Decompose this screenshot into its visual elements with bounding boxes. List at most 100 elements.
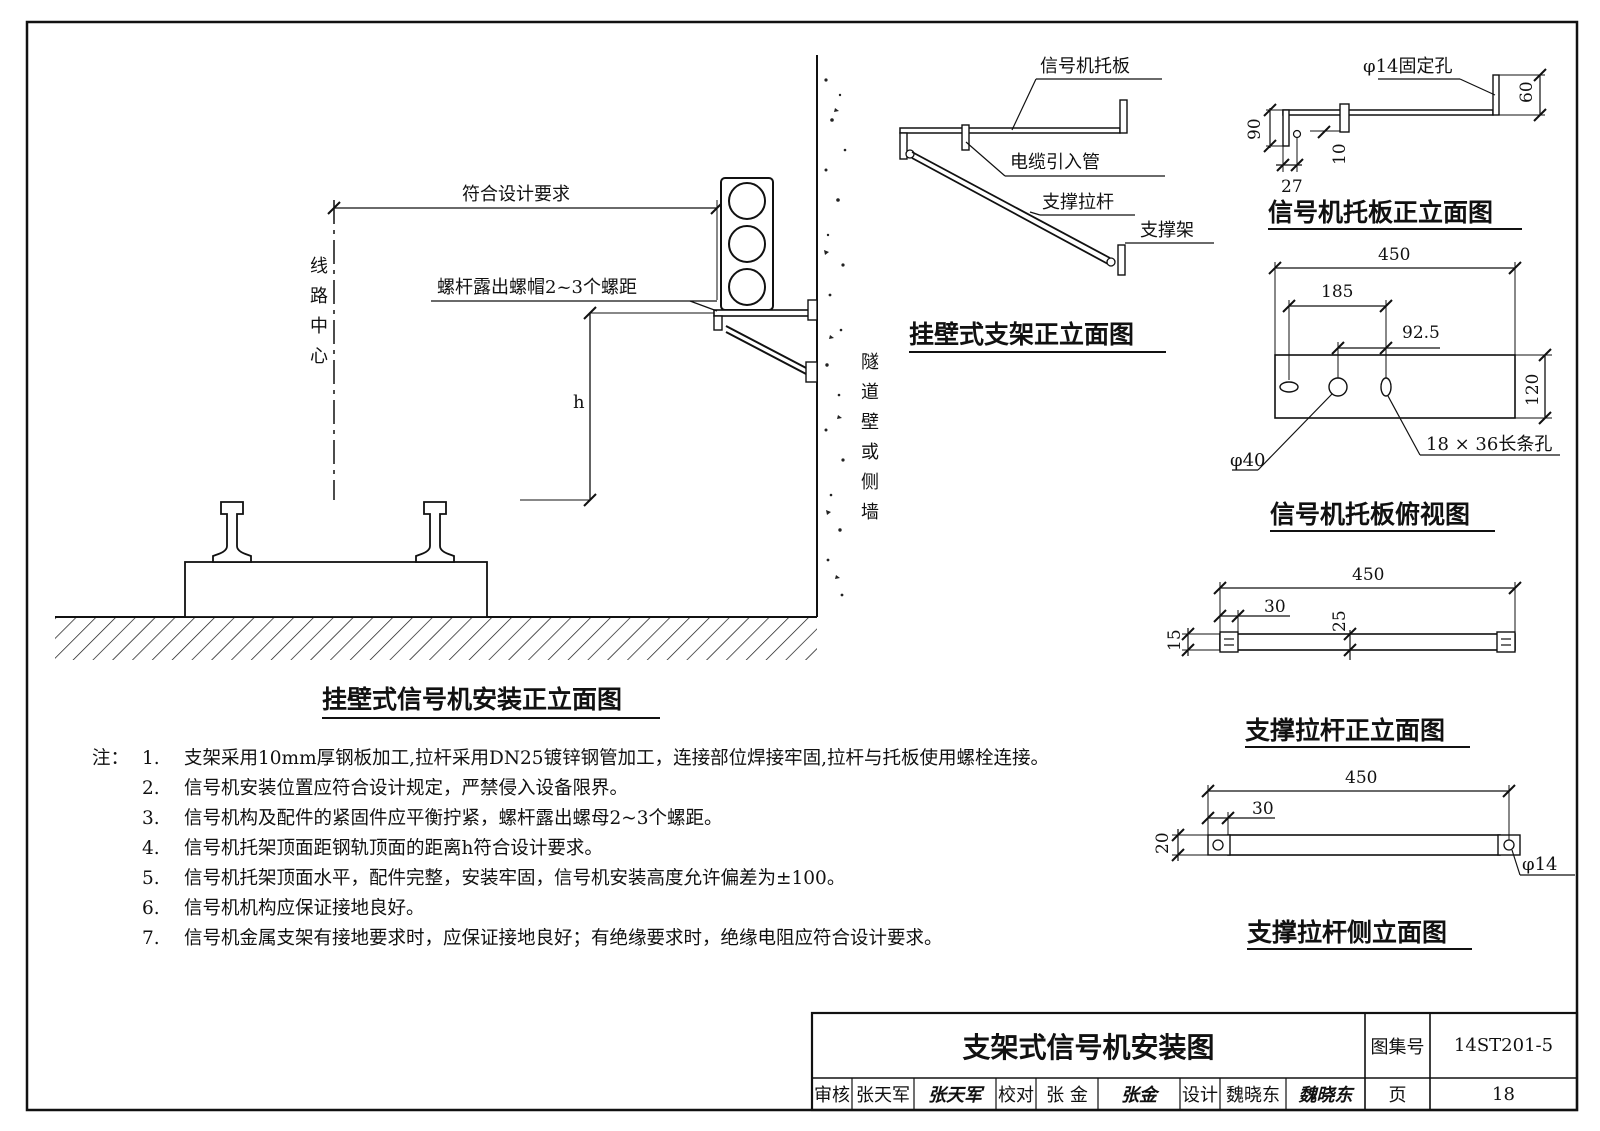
note-text: 信号机安装位置应符合设计规定，严禁侵入设备限界。 bbox=[184, 778, 629, 799]
signal-lamp-2 bbox=[728, 225, 766, 263]
atlas-number: 14ST201-5 bbox=[1453, 1035, 1554, 1056]
review-signature: 张天军 bbox=[928, 1085, 982, 1106]
sleeper bbox=[184, 561, 488, 618]
design-name: 魏晓东 bbox=[1226, 1085, 1280, 1106]
label-wall-4: 或 bbox=[861, 442, 879, 463]
label-center-3: 中 bbox=[310, 316, 328, 337]
note-item: 6. 信号机机构应保证接地良好。 bbox=[92, 894, 1112, 924]
note-item: 2. 信号机安装位置应符合设计规定，严禁侵入设备限界。 bbox=[92, 774, 1112, 804]
ground-hatch bbox=[55, 617, 817, 660]
support-rod bbox=[725, 325, 811, 371]
label-wall-3: 壁 bbox=[861, 412, 879, 433]
sheet-frame bbox=[25, 20, 1579, 1112]
signal-lamp-3 bbox=[728, 268, 766, 306]
title-block-grid bbox=[810, 1011, 1579, 1112]
note-text: 支架采用10mm厚钢板加工,拉杆采用DN25镀锌钢管加工，连接部位焊接牢固,拉杆… bbox=[184, 748, 1049, 769]
dim-10: 10 bbox=[1330, 143, 1350, 165]
page-number: 18 bbox=[1492, 1083, 1515, 1105]
plate-hole-phi40 bbox=[1328, 377, 1348, 397]
label-phi40: φ40 bbox=[1230, 450, 1266, 471]
plate-slot-right bbox=[1380, 377, 1392, 397]
notes-heading: 注： bbox=[92, 748, 130, 769]
check-signature: 张金 bbox=[1121, 1085, 1157, 1106]
label-fixing-hole: φ14固定孔 bbox=[1363, 56, 1453, 77]
plate-slot-left bbox=[1279, 381, 1299, 393]
dim-185: 185 bbox=[1321, 282, 1353, 302]
note-number: 3. bbox=[142, 808, 160, 829]
label-center-4: 心 bbox=[310, 346, 328, 367]
signal-bracket-plate bbox=[713, 309, 818, 317]
plate-front-title: 信号机托板正立面图 bbox=[1268, 198, 1493, 227]
dim-92-5: 92.5 bbox=[1402, 323, 1440, 343]
dim-90: 90 bbox=[1245, 118, 1265, 140]
design-signature: 魏晓东 bbox=[1298, 1085, 1353, 1106]
dim-120: 120 bbox=[1523, 374, 1543, 406]
label-support-frame: 支撑架 bbox=[1140, 220, 1194, 241]
label-wall-5: 侧 bbox=[861, 472, 879, 493]
plate-outline bbox=[1274, 354, 1516, 419]
plate-top-title: 信号机托板俯视图 bbox=[1270, 500, 1470, 529]
note-text: 信号机金属支架有接地要求时，应保证接地良好；有绝缘要求时，绝缘电阻应符合设计要求… bbox=[184, 928, 943, 949]
note-item: 5. 信号机托架顶面水平，配件完整，安装牢固，信号机安装高度允许偏差为±100。 bbox=[92, 864, 1112, 894]
design-label: 设计 bbox=[1182, 1085, 1218, 1106]
dim-rod-25: 25 bbox=[1330, 610, 1350, 632]
dim-27: 27 bbox=[1281, 177, 1303, 197]
plate-top-view: 450 185 92.5 120 φ40 18 × 36长条孔 信号机托板俯视图 bbox=[1230, 245, 1560, 532]
review-name: 张天军 bbox=[856, 1085, 910, 1106]
note-text: 信号机托架顶面距钢轨顶面的距离h符合设计要求。 bbox=[184, 838, 603, 859]
note-item: 4. 信号机托架顶面距钢轨顶面的距离h符合设计要求。 bbox=[92, 834, 1112, 864]
label-wall-1: 隧 bbox=[861, 352, 879, 373]
review-label: 审核 bbox=[814, 1085, 850, 1106]
note-item: 注： 1. 支架采用10mm厚钢板加工,拉杆采用DN25镀锌钢管加工，连接部位焊… bbox=[92, 744, 1112, 774]
dim-rod-450: 450 bbox=[1352, 565, 1384, 585]
label-signal-plate: 信号机托板 bbox=[1040, 56, 1130, 77]
plate-front-view: φ14固定孔 60 90 10 27 信号机托板正立面图 bbox=[1245, 56, 1547, 230]
notes-section: 注： 1. 支架采用10mm厚钢板加工,拉杆采用DN25镀锌钢管加工，连接部位焊… bbox=[92, 744, 1112, 954]
bracket-view-title: 挂壁式支架正立面图 bbox=[909, 320, 1134, 349]
note-text: 信号机构及配件的紧固件应平衡拧紧，螺杆露出螺母2~3个螺距。 bbox=[184, 808, 723, 829]
rod-front-title: 支撑拉杆正立面图 bbox=[1245, 716, 1445, 745]
main-installation-view: 符合设计要求 螺杆露出螺帽2~3个螺距 h 线 路 中 心 隧 道 壁 或 侧 … bbox=[55, 55, 879, 719]
label-h: h bbox=[573, 392, 585, 413]
note-text: 信号机托架顶面水平，配件完整，安装牢固，信号机安装高度允许偏差为±100。 bbox=[184, 868, 846, 889]
label-wall-2: 道 bbox=[861, 382, 879, 403]
bracket-elevation-view: 信号机托板 电缆引入管 支撑拉杆 支撑架 挂壁式支架正立面图 bbox=[899, 56, 1214, 353]
dim-side-20: 20 bbox=[1153, 832, 1173, 854]
atlas-label: 图集号 bbox=[1370, 1036, 1425, 1058]
note-text: 信号机机构应保证接地良好。 bbox=[184, 898, 425, 919]
note-item: 7. 信号机金属支架有接地要求时，应保证接地良好；有绝缘要求时，绝缘电阻应符合设… bbox=[92, 924, 1112, 954]
label-cable-pipe: 电缆引入管 bbox=[1010, 152, 1100, 173]
rod-side-title: 支撑拉杆侧立面图 bbox=[1247, 918, 1447, 947]
label-support-rod: 支撑拉杆 bbox=[1042, 192, 1114, 213]
label-wall-6: 墙 bbox=[861, 502, 879, 523]
note-number: 1. bbox=[142, 748, 160, 769]
page-label: 页 bbox=[1388, 1085, 1407, 1106]
note-number: 5. bbox=[142, 868, 160, 889]
dim-top-450: 450 bbox=[1378, 245, 1410, 265]
dim-side-30: 30 bbox=[1252, 799, 1274, 819]
note-number: 2. bbox=[142, 778, 160, 799]
label-center-2: 路 bbox=[310, 286, 328, 307]
note-number: 4. bbox=[142, 838, 160, 859]
label-side-phi14: φ14 bbox=[1522, 854, 1558, 875]
note-item: 3. 信号机构及配件的紧固件应平衡拧紧，螺杆露出螺母2~3个螺距。 bbox=[92, 804, 1112, 834]
rod-front-view: 450 30 25 15 支撑拉杆正立面图 bbox=[1165, 565, 1522, 748]
dim-60: 60 bbox=[1517, 81, 1537, 103]
check-label: 校对 bbox=[998, 1085, 1034, 1106]
dim-rod-15: 15 bbox=[1165, 629, 1185, 651]
check-name: 张 金 bbox=[1046, 1085, 1088, 1106]
label-bolt-thread: 螺杆露出螺帽2~3个螺距 bbox=[437, 277, 637, 298]
note-number: 6. bbox=[142, 898, 160, 919]
main-view-title: 挂壁式信号机安装正立面图 bbox=[322, 685, 622, 714]
signal-lamp-1 bbox=[728, 182, 766, 220]
label-slot: 18 × 36长条孔 bbox=[1426, 434, 1552, 455]
rail-right bbox=[415, 501, 455, 563]
dim-rod-30: 30 bbox=[1264, 597, 1286, 617]
tunnel-wall bbox=[817, 55, 851, 617]
label-design-requirement: 符合设计要求 bbox=[462, 184, 570, 205]
drawing-title: 支架式信号机安装图 bbox=[962, 1030, 1215, 1064]
note-number: 7. bbox=[142, 928, 160, 949]
dim-side-450: 450 bbox=[1345, 768, 1377, 788]
rail-left bbox=[212, 501, 252, 563]
